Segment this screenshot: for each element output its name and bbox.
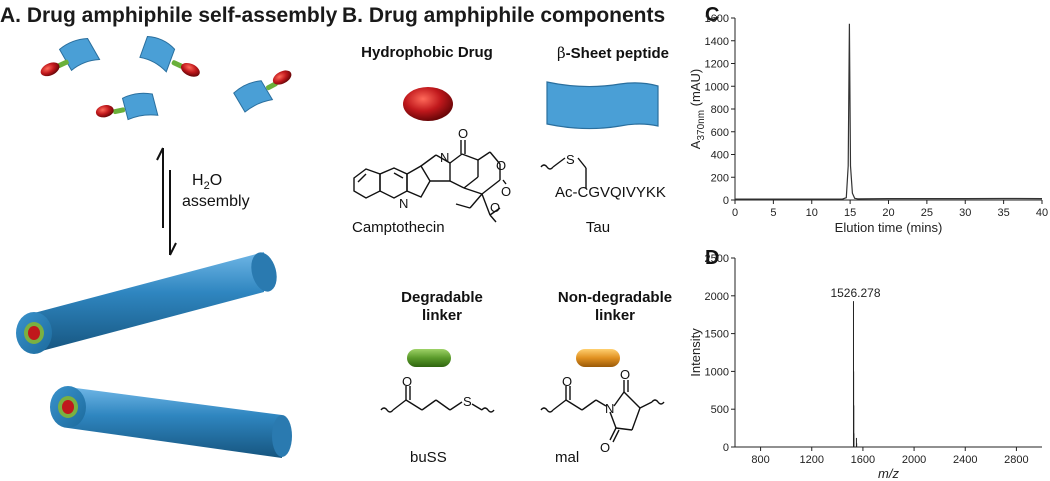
assembly-label: assembly: [182, 193, 250, 210]
peptide-heading: β-Sheet peptide: [538, 44, 688, 62]
atom-n: N: [440, 150, 449, 165]
y-tick-label: 1000: [705, 81, 729, 93]
x-axis-label: Elution time (mins): [835, 220, 943, 235]
x-tick-label: 20: [882, 207, 894, 219]
peptide-sulfur: S: [566, 152, 575, 167]
mass-spectrum: 0 500 1000 1500 2000 2500 800 1200 1600 2000 2400 2…: [688, 253, 1042, 481]
amphiphile-molecule: [139, 36, 200, 77]
y-tick-label: 2000: [705, 291, 729, 303]
x-tick-label: 5: [770, 207, 776, 219]
peptide-name: Tau: [585, 219, 611, 236]
panel-c-label: C: [705, 4, 720, 26]
x-axis-label: m/z: [878, 466, 899, 481]
y-tick-label: 1000: [705, 366, 729, 378]
y-tick-label: 1600: [705, 13, 729, 25]
atom-o: O: [490, 200, 500, 215]
peptide-sheet: [546, 81, 659, 130]
peptide-heading-text: -Sheet peptide: [565, 45, 670, 62]
nanofiber: [16, 252, 277, 354]
series-line: [735, 23, 1043, 200]
panel-b-title: B. Drug amphiphile components: [342, 4, 666, 27]
beta-symbol: β: [556, 44, 566, 62]
x-tick-label: 25: [921, 207, 933, 219]
drug-heading: Hydrophobic Drug: [361, 44, 493, 61]
y-axis-label-main: A: [688, 140, 703, 149]
atom-o: O: [496, 158, 506, 173]
x-tick-label: 800: [751, 454, 769, 466]
atom-o: O: [600, 440, 610, 455]
peptide-sequence: Ac-CGVQIVYKK: [555, 184, 666, 201]
degradable-linker-pill: [407, 349, 451, 367]
amphiphile-molecule: [233, 70, 292, 113]
degradable-linker-heading: Degradable linker: [392, 289, 492, 325]
panel-a-illustration: [16, 36, 292, 458]
x-tick-label: 2400: [953, 454, 977, 466]
x-tick-label: 40: [1036, 207, 1048, 219]
amphiphile-molecule: [40, 38, 101, 77]
y-axis-label: A370nm (mAU): [688, 69, 707, 149]
tau-linker-stub: [540, 157, 587, 188]
degradable-heading-line1: Degradable: [401, 289, 483, 306]
nondegradable-heading-line1: Non-degradable: [557, 289, 673, 306]
x-tick-label: 1200: [800, 454, 824, 466]
h2o-h: H: [192, 172, 204, 189]
h2o-label: H2O: [192, 172, 222, 192]
atom-n: N: [605, 401, 614, 416]
x-tick-label: 0: [732, 207, 738, 219]
panel-d-label: D: [705, 247, 720, 269]
atom-o: O: [402, 374, 412, 389]
nondegradable-heading-line2: linker: [594, 307, 636, 324]
y-axis-label-sub: 370nm: [696, 110, 707, 141]
buss-sulfur: S: [463, 394, 472, 409]
hplc-chromatogram: 0 200 400 600 800 1000 1200 1400 1600 0 5 10 15 20 25 3…: [688, 13, 1048, 235]
x-tick-label: 2800: [1004, 454, 1028, 466]
nondegradable-linker-pill: [576, 349, 620, 367]
x-tick-label: 1600: [851, 454, 875, 466]
atom-o: O: [501, 184, 511, 199]
atom-o: O: [620, 367, 630, 382]
amphiphile-molecule: [95, 92, 159, 121]
y-axis-label-unit: (mAU): [688, 69, 703, 110]
x-tick-label: 2000: [902, 454, 926, 466]
y-tick-label: 1400: [705, 36, 729, 48]
y-tick-label: 2500: [705, 253, 729, 265]
y-axis-label: Intensity: [688, 328, 703, 377]
y-tick-label: 0: [723, 195, 729, 207]
y-tick-label: 600: [711, 127, 729, 139]
y-tick-label: 400: [711, 150, 729, 162]
atom-n: N: [399, 196, 408, 211]
nondegradable-linker-heading: Non-degradable linker: [540, 289, 690, 325]
degradable-heading-line2: linker: [421, 307, 463, 324]
nanofiber: [50, 386, 292, 458]
x-tick-label: 30: [959, 207, 971, 219]
atom-o: O: [458, 126, 468, 141]
x-tick-label: 10: [806, 207, 818, 219]
panel-b-illustration: N N O O O O S O S: [353, 81, 665, 455]
camptothecin-structure: [353, 140, 507, 223]
y-tick-label: 800: [711, 104, 729, 116]
x-tick-label: 15: [844, 207, 856, 219]
h2o-sub: 2: [203, 180, 210, 193]
panel-a-title: A. Drug amphiphile self-assembly: [0, 4, 338, 27]
y-tick-label: 500: [711, 404, 729, 416]
mal-structure: [540, 380, 665, 443]
drug-ellipse: [403, 87, 453, 121]
equilibrium-arrows: [156, 147, 177, 256]
y-tick-label: 1500: [705, 329, 729, 341]
y-tick-label: 200: [711, 172, 729, 184]
y-tick-label: 1200: [705, 59, 729, 71]
drug-name: Camptothecin: [352, 219, 445, 236]
nondegradable-linker-name: mal: [555, 449, 580, 466]
h2o-o: O: [209, 172, 223, 189]
x-tick-label: 35: [998, 207, 1010, 219]
y-tick-label: 0: [723, 442, 729, 454]
degradable-linker-name: buSS: [410, 449, 447, 466]
peak-label: 1526.278: [830, 286, 880, 300]
atom-o: O: [562, 374, 572, 389]
buss-structure: [380, 386, 495, 413]
